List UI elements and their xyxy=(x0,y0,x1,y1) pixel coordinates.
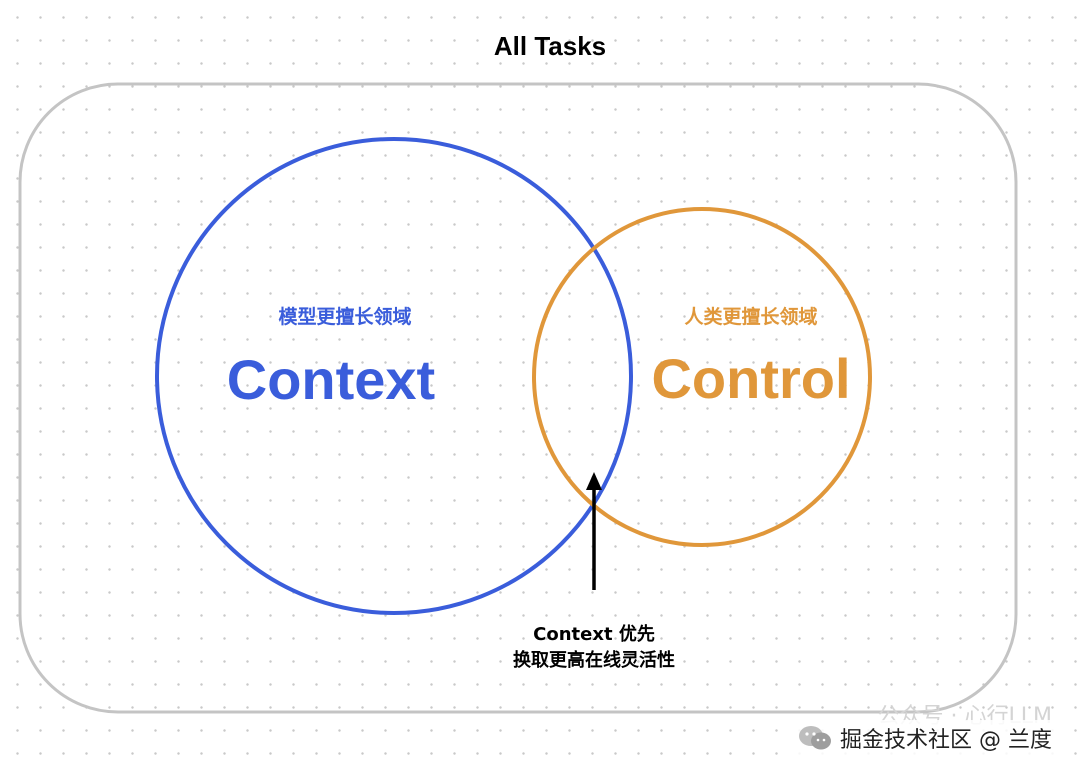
context-subtitle: 模型更擅长领域 xyxy=(278,305,411,328)
annotation-arrow-head xyxy=(586,472,602,490)
context-label: Context xyxy=(227,348,435,411)
control-circle xyxy=(532,207,872,547)
control-subtitle: 人类更擅长领域 xyxy=(684,305,817,328)
annotation-line-2: 换取更高在线灵活性 xyxy=(513,649,675,671)
wechat-icon xyxy=(798,725,832,751)
all-tasks-container xyxy=(18,82,1018,714)
annotation-line-1: Context 优先 xyxy=(533,623,655,645)
watermark: 掘金技术社区 @ 兰度 xyxy=(792,720,1058,756)
watermark-text: 掘金技术社区 @ 兰度 xyxy=(840,728,1052,753)
control-label: Control xyxy=(651,347,850,410)
diagram-title: All Tasks xyxy=(494,31,606,61)
context-circle xyxy=(155,137,633,615)
